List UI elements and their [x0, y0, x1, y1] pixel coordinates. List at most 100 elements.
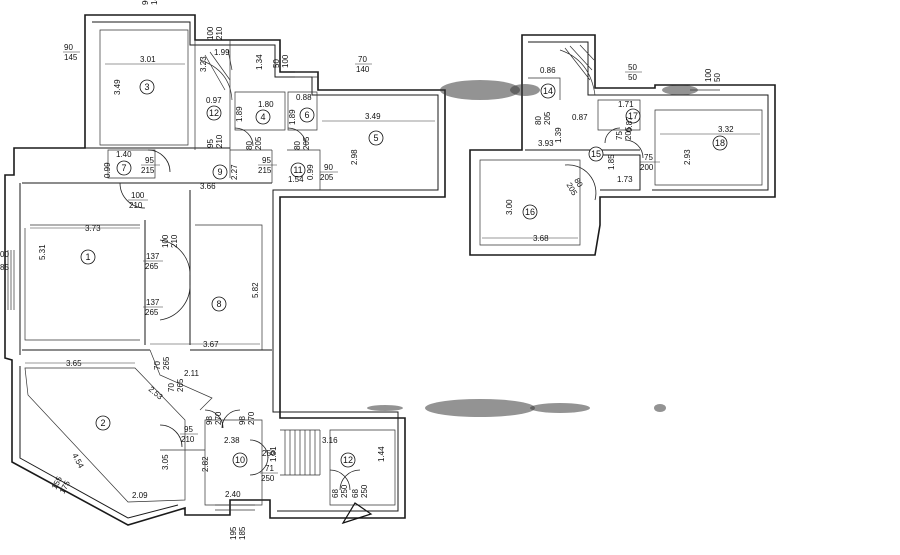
svg-text:250: 250: [261, 474, 275, 483]
svg-text:4: 4: [260, 112, 265, 122]
dim-r15-width: 3.93: [538, 139, 554, 148]
svg-text:210: 210: [129, 201, 143, 210]
dim-r7-width: 1.40: [116, 150, 132, 159]
svg-text:1: 1: [85, 252, 90, 262]
room-1: 1: [80, 249, 96, 265]
room-8: 8: [211, 296, 227, 312]
door-label-r10-d: 250: [262, 449, 276, 458]
door-label-r12b-a: 68 250: [331, 484, 349, 498]
dim-r5-height: 2.98: [350, 149, 359, 165]
scan-smudges: [367, 80, 698, 417]
svg-text:100: 100: [704, 68, 713, 82]
door-label-r14-win: 50 50: [625, 63, 642, 82]
door-label-top-stair: 100 210: [206, 26, 224, 40]
door-label-r10-a: 98 270: [205, 411, 223, 425]
svg-text:98: 98: [238, 416, 247, 425]
room-16: 16: [522, 204, 538, 220]
right-building-walls: [469, 34, 776, 256]
door-label-r17: 75 205: [615, 126, 633, 140]
dim-r15-height: 1.85: [607, 154, 616, 170]
svg-text:18: 18: [715, 138, 725, 148]
svg-text:215: 215: [258, 166, 272, 175]
left-building-walls: [4, 14, 446, 526]
svg-text:70: 70: [167, 383, 176, 392]
door-label-r9: 95 215: [258, 156, 277, 175]
dim-corr-width: 1.99: [214, 48, 230, 57]
svg-text:7: 7: [121, 163, 126, 173]
dim-r11-height: 0.99: [306, 164, 315, 180]
door-label-r1-side: 100 210: [161, 234, 179, 248]
dim-r9-height: 2.27: [230, 164, 239, 180]
door-label-hall: 100 210: [128, 191, 148, 210]
dim-r17-width: 1.71: [618, 100, 634, 109]
door-label-r2-win: 155 175: [50, 474, 72, 495]
dim-r3-width: 3.01: [140, 55, 156, 64]
svg-text:75: 75: [644, 153, 653, 162]
svg-text:6: 6: [304, 110, 309, 120]
room-2: 2: [95, 415, 111, 431]
svg-text:15: 15: [591, 149, 601, 159]
dim-r7-height: 0.99: [103, 162, 112, 178]
svg-text:205: 205: [624, 126, 633, 140]
svg-text:71: 71: [265, 464, 274, 473]
svg-text:3: 3: [144, 82, 149, 92]
door-label-bottom: 195 185: [229, 526, 247, 540]
svg-text:100: 100: [281, 54, 290, 68]
dim-r4-width: 1.80: [258, 100, 274, 109]
svg-text:50: 50: [628, 63, 637, 72]
svg-text:68: 68: [331, 489, 340, 498]
svg-text:12: 12: [343, 455, 353, 465]
svg-text:265: 265: [145, 308, 159, 317]
door-label-r10-c: 95 210: [180, 425, 198, 444]
svg-text:75: 75: [615, 131, 624, 140]
svg-text:195: 195: [229, 526, 238, 540]
dim-r3-height: 3.49: [113, 79, 122, 95]
dim-r12-top-a: 0.97: [206, 96, 222, 105]
door-label-r6: 80 205: [293, 136, 311, 150]
svg-text:250: 250: [360, 484, 369, 498]
svg-text:265: 265: [162, 356, 171, 370]
svg-text:145: 145: [150, 0, 159, 5]
svg-text:85: 85: [0, 263, 9, 272]
svg-text:145: 145: [64, 53, 78, 62]
svg-text:00: 00: [0, 250, 9, 259]
dim-r5-width: 3.49: [365, 112, 381, 121]
svg-text:205: 205: [320, 173, 334, 182]
door-label-r5-win: 70 140: [355, 55, 372, 74]
svg-text:95: 95: [206, 139, 215, 148]
svg-text:10: 10: [235, 455, 245, 465]
dim-r18-width: 3.32: [718, 125, 734, 134]
svg-text:95: 95: [184, 425, 193, 434]
svg-text:100: 100: [206, 26, 215, 40]
dim-r2-height: 3.05: [161, 454, 170, 470]
dim-r14-small: 0.87: [572, 113, 588, 122]
svg-text:205: 205: [543, 111, 552, 125]
svg-text:70: 70: [153, 361, 162, 370]
door-label-r10-e: 71 250: [260, 464, 278, 483]
svg-text:2: 2: [100, 418, 105, 428]
door-label-r8: 137 265: [143, 298, 163, 317]
svg-text:265: 265: [176, 378, 185, 392]
svg-text:90: 90: [64, 43, 73, 52]
door-label-r7: 95 215: [141, 156, 160, 175]
dim-r6-width: 0.88: [296, 93, 312, 102]
door-label-r15: 75 200: [640, 153, 660, 172]
dim-r1-width: 3.73: [85, 224, 101, 233]
dim-r12b-height: 1.44: [377, 446, 386, 462]
dim-stair: 1.91: [269, 446, 278, 462]
room-6: 6: [299, 107, 315, 123]
svg-text:205: 205: [254, 136, 263, 150]
svg-text:98: 98: [205, 416, 214, 425]
svg-text:80: 80: [293, 141, 302, 150]
svg-text:137: 137: [146, 298, 160, 307]
svg-text:16: 16: [525, 207, 535, 217]
dim-r6-height: 1.89: [288, 109, 297, 125]
door-label-r12b-b: 68 250: [351, 484, 369, 498]
svg-text:95: 95: [145, 156, 154, 165]
svg-text:95: 95: [262, 156, 271, 165]
dim-r14-h: 1.39: [554, 127, 563, 143]
door-swings-left: [119, 127, 361, 491]
dim-hall-width: 3.66: [200, 182, 216, 191]
room-3: 3: [139, 79, 155, 95]
